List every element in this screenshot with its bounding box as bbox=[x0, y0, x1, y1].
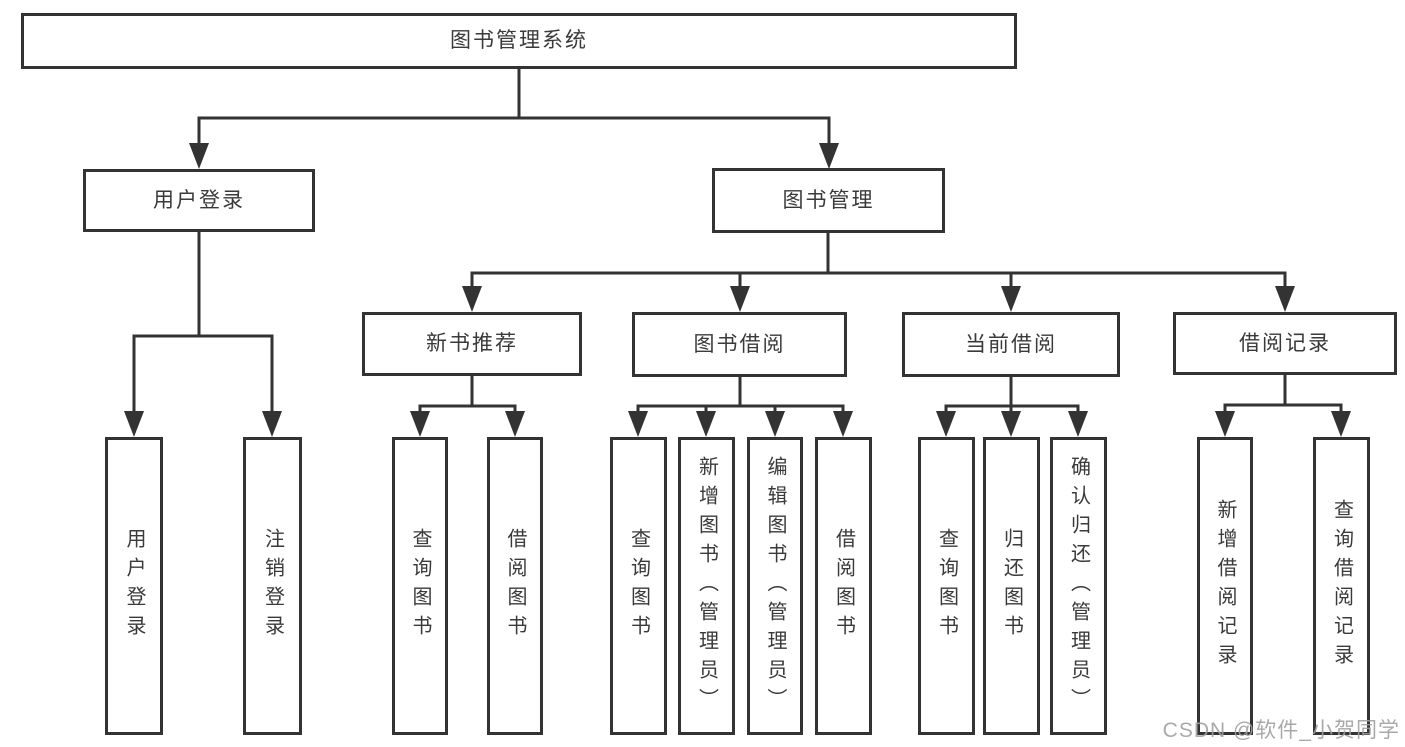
node-book-borrow: 图书借阅 bbox=[632, 312, 847, 377]
connector-line bbox=[636, 375, 845, 414]
arrow-down-icon bbox=[505, 411, 525, 437]
arrow-down-icon bbox=[462, 286, 482, 312]
leaf-query-books-recommend: 查询图书 bbox=[392, 437, 448, 735]
leaf-borrow-books-recommend: 借阅图书 bbox=[487, 437, 543, 735]
arrow-down-icon bbox=[189, 143, 209, 169]
arrow-down-icon bbox=[628, 411, 648, 437]
arrow-down-icon bbox=[936, 411, 956, 437]
node-borrow-records: 借阅记录 bbox=[1173, 312, 1397, 375]
arrow-down-icon bbox=[1068, 411, 1088, 437]
connector-line bbox=[132, 230, 274, 414]
leaf-query-books-borrow: 查询图书 bbox=[610, 437, 667, 735]
arrow-down-icon bbox=[730, 286, 750, 312]
leaf-logout: 注销登录 bbox=[243, 437, 302, 735]
arrow-down-icon bbox=[1001, 286, 1021, 312]
arrow-down-icon bbox=[1275, 286, 1295, 312]
leaf-return-books: 归还图书 bbox=[983, 437, 1040, 735]
connector-line bbox=[197, 67, 831, 145]
arrow-down-icon bbox=[696, 411, 716, 437]
arrow-down-icon bbox=[819, 143, 839, 169]
node-book-management: 图书管理 bbox=[712, 168, 945, 233]
arrow-down-icon bbox=[1331, 411, 1351, 437]
connector-line bbox=[418, 374, 517, 414]
leaf-edit-book-admin: 编辑图书（管理员） bbox=[747, 437, 803, 735]
node-new-book-recommend: 新书推荐 bbox=[362, 312, 582, 376]
connector-line bbox=[470, 231, 1287, 289]
leaf-user-login: 用户登录 bbox=[105, 437, 163, 735]
arrow-down-icon bbox=[765, 411, 785, 437]
connector-line bbox=[1223, 373, 1343, 414]
node-root: 图书管理系统 bbox=[21, 13, 1017, 69]
arrow-down-icon bbox=[1215, 411, 1235, 437]
connector-line bbox=[944, 375, 1080, 414]
leaf-confirm-return-admin: 确认归还（管理员） bbox=[1050, 437, 1107, 735]
leaf-query-borrow-record: 查询借阅记录 bbox=[1313, 437, 1370, 735]
leaf-add-borrow-record: 新增借阅记录 bbox=[1197, 437, 1253, 735]
watermark: CSDN @软件_小贺同学 bbox=[1162, 719, 1400, 742]
leaf-add-book-admin: 新增图书（管理员） bbox=[678, 437, 735, 735]
arrow-down-icon bbox=[1001, 411, 1021, 437]
arrow-down-icon bbox=[124, 411, 144, 437]
arrow-down-icon bbox=[262, 411, 282, 437]
node-user-login: 用户登录 bbox=[83, 169, 315, 232]
node-current-borrow: 当前借阅 bbox=[902, 312, 1120, 377]
leaf-borrow-books: 借阅图书 bbox=[815, 437, 872, 735]
arrow-down-icon bbox=[410, 411, 430, 437]
leaf-query-books-current: 查询图书 bbox=[918, 437, 975, 735]
arrow-down-icon bbox=[833, 411, 853, 437]
